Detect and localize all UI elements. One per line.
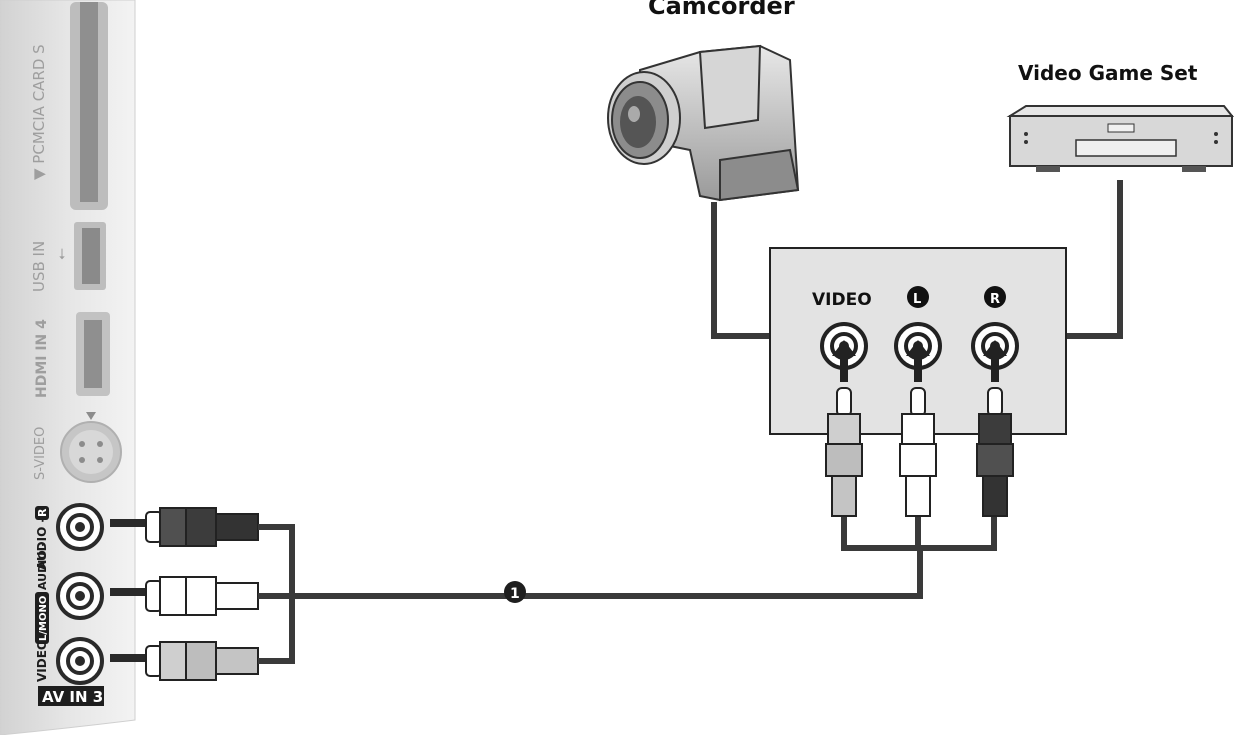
usb-icon: ⭠: [52, 248, 70, 260]
step-marker-number: 1: [510, 586, 520, 602]
pcmcia-slot: [70, 2, 108, 210]
tv-plug-audio-r[interactable]: [110, 507, 259, 547]
box-video-label: VIDEO: [812, 290, 872, 310]
hdmi-label: HDMI IN 4: [34, 319, 50, 398]
box-left-badge: L: [913, 292, 921, 307]
av-in-label: AV IN 3: [42, 688, 103, 706]
usb-port[interactable]: [74, 222, 106, 290]
usb-label: USB IN: [30, 241, 48, 292]
hdmi-port[interactable]: [76, 312, 110, 396]
game-set-cable: [1066, 180, 1123, 339]
box-arrow-icons: [832, 340, 1007, 382]
box-plug-right[interactable]: [976, 387, 1014, 517]
audio-l-badge: L/MONO: [38, 596, 49, 641]
av-audio-l-jack[interactable]: [56, 572, 104, 620]
av-video-jack[interactable]: [56, 637, 104, 685]
av-cable: [258, 515, 997, 664]
audio-l-label: AUDIO -: [36, 542, 49, 590]
audio-l-label-group: L/MONO AUDIO -: [35, 542, 49, 644]
video-label-tv: VIDEO: [35, 640, 49, 682]
step-marker: 1: [504, 581, 526, 603]
pcmcia-label: ▼ PCMCIA CARD S: [30, 44, 48, 180]
box-plug-video[interactable]: [825, 387, 863, 517]
tv-plug-video[interactable]: [110, 641, 259, 681]
camcorder-label: Camcorder: [648, 0, 795, 20]
svideo-port[interactable]: [60, 412, 122, 483]
tv-side-panel: ▼ PCMCIA CARD S USB IN ⭠ HDMI IN 4 S-VID…: [0, 0, 136, 736]
box-right-badge: R: [990, 292, 1000, 307]
av-audio-r-jack[interactable]: [56, 503, 104, 551]
camcorder-image: [607, 44, 800, 202]
audio-r-label: AUDIO -: [35, 518, 49, 570]
game-set-label: Video Game Set: [1018, 61, 1198, 85]
audio-r-badge: R: [36, 508, 49, 517]
game-set-image: [1006, 105, 1235, 172]
svideo-label: S-VIDEO: [33, 427, 48, 480]
camcorder-cable: [711, 202, 770, 339]
audio-r-label-group: AUDIO - R: [35, 506, 49, 570]
box-plug-left[interactable]: [899, 387, 937, 517]
tv-plug-audio-l[interactable]: [110, 576, 259, 616]
av-in-badge: [38, 686, 104, 706]
